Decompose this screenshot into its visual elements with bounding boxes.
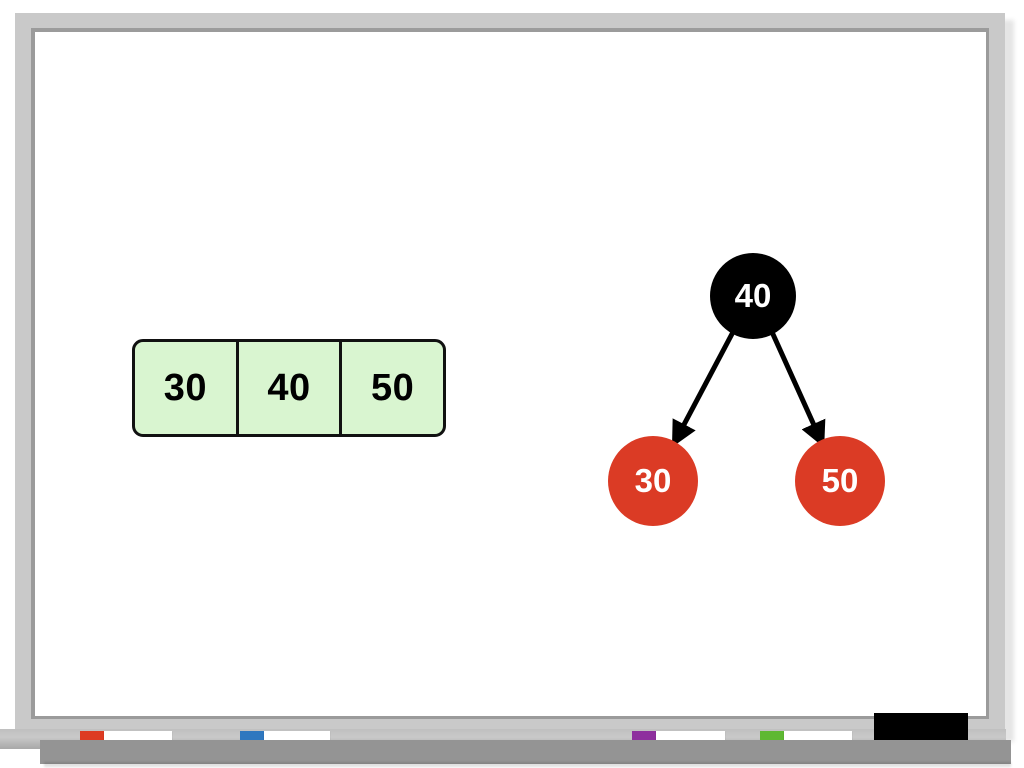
marker-tray-shadow xyxy=(44,762,1011,767)
tree-node-root: 40 xyxy=(710,253,796,339)
array-cell-2: 50 xyxy=(371,366,415,409)
array-cell-1: 40 xyxy=(239,342,343,434)
sorted-array-box: 30 40 50 xyxy=(132,339,446,437)
tree-node-right-child: 50 xyxy=(795,436,885,526)
tree-node-left-child: 30 xyxy=(608,436,698,526)
array-cell-0: 30 xyxy=(135,342,239,434)
marker-tray xyxy=(40,740,1011,764)
